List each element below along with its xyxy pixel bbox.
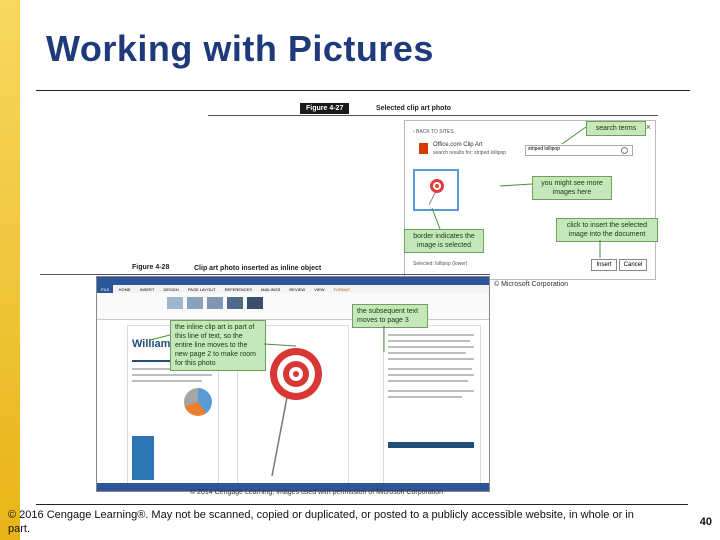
word-window: FILE HOME INSERT DESIGN PAGE LAYOUT REFE… (96, 276, 490, 492)
text-line (388, 374, 474, 376)
search-icon[interactable] (621, 147, 628, 154)
inline-clipart-callout: the inline clip art is part of this line… (170, 320, 266, 371)
source-title: Office.com Clip Art (433, 142, 483, 148)
search-input-value: striped lollipop (528, 146, 560, 152)
sidebar-block (132, 436, 154, 480)
selected-clipart-thumbnail[interactable] (413, 169, 459, 211)
figure-28-credit: © 2014 Cengage Learning; Images used wit… (190, 489, 444, 496)
table-header (388, 442, 474, 448)
word-ribbon (97, 293, 489, 320)
tab-page-layout[interactable]: PAGE LAYOUT (187, 287, 216, 292)
footer-divider (36, 504, 688, 505)
title-divider (36, 90, 690, 91)
text-line (388, 396, 462, 398)
text-line (388, 340, 470, 342)
click-insert-callout: click to insert the selected image into … (556, 218, 658, 242)
pie-chart-thumbnail (184, 388, 212, 416)
tab-references[interactable]: REFERENCES (224, 287, 253, 292)
slide-title: Working with Pictures (46, 28, 434, 69)
tab-home[interactable]: HOME (118, 287, 131, 292)
office-logo-icon (419, 143, 428, 154)
picture-style-2[interactable] (187, 297, 203, 309)
text-line (132, 380, 202, 382)
lollipop-thumbnail-icon (428, 179, 444, 206)
more-images-callout: you might see more images here (532, 176, 612, 200)
text-line (388, 380, 468, 382)
text-line (388, 352, 466, 354)
search-input[interactable]: striped lollipop (525, 145, 633, 156)
page-number: 40 (699, 516, 712, 528)
cancel-button-label: Cancel (623, 262, 643, 268)
figure-27-caption: Selected clip art photo (376, 105, 452, 112)
text-line (388, 346, 474, 348)
word-page-middle (237, 325, 349, 487)
slide-accent-bar (0, 0, 20, 540)
tab-format[interactable]: FORMAT (333, 287, 351, 292)
tab-insert[interactable]: INSERT (139, 287, 155, 292)
lollipop-clipart-image[interactable] (238, 326, 348, 486)
figure-27-rule (208, 115, 658, 116)
text-line (388, 334, 474, 336)
text-line (132, 374, 212, 376)
insert-button[interactable]: Insert (591, 259, 617, 271)
back-to-sites-link[interactable]: ‹ BACK TO SITES (413, 129, 454, 135)
tab-review[interactable]: REVIEW (289, 287, 306, 292)
text-line (388, 358, 474, 360)
picture-style-1[interactable] (167, 297, 183, 309)
word-page-right (383, 325, 481, 487)
tab-design[interactable]: DESIGN (163, 287, 179, 292)
text-line (388, 390, 474, 392)
figure-27-label: Figure 4-27 (300, 103, 350, 114)
search-terms-callout: search terms (586, 121, 646, 136)
word-status-bar (97, 483, 489, 491)
insert-button-label: Insert (596, 262, 612, 268)
close-icon[interactable]: × (645, 122, 651, 132)
text-line (388, 368, 472, 370)
tab-view[interactable]: VIEW (314, 287, 325, 292)
border-selected-callout: border indicates the image is selected (404, 229, 484, 253)
figure-27-credit: © Microsoft Corporation (494, 281, 569, 288)
picture-style-4[interactable] (227, 297, 243, 309)
word-ribbon-tabs: FILE HOME INSERT DESIGN PAGE LAYOUT REFE… (97, 285, 489, 294)
subsequent-text-callout: the subsequent text moves to page 3 (352, 304, 428, 328)
picture-style-5[interactable] (247, 297, 263, 309)
figure-28-label: Figure 4-28 (132, 264, 170, 271)
tab-file[interactable]: FILE (97, 285, 114, 294)
copyright-notice: © 2016 Cengage Learning®. May not be sca… (8, 509, 634, 535)
cancel-button[interactable]: Cancel (619, 259, 647, 271)
selected-status: Selected: lollipop (lower) (413, 261, 468, 267)
picture-style-3[interactable] (207, 297, 223, 309)
figure-28-rule (40, 274, 490, 275)
source-subtitle: search results for: striped lollipop (433, 150, 507, 156)
insert-pictures-dialog: ‹ BACK TO SITES × Office.com Clip Art se… (404, 120, 656, 280)
tab-mailings[interactable]: MAILINGS (261, 287, 281, 292)
figure-28-caption: Clip art photo inserted as inline object (194, 265, 322, 272)
word-title-bar (97, 277, 489, 285)
